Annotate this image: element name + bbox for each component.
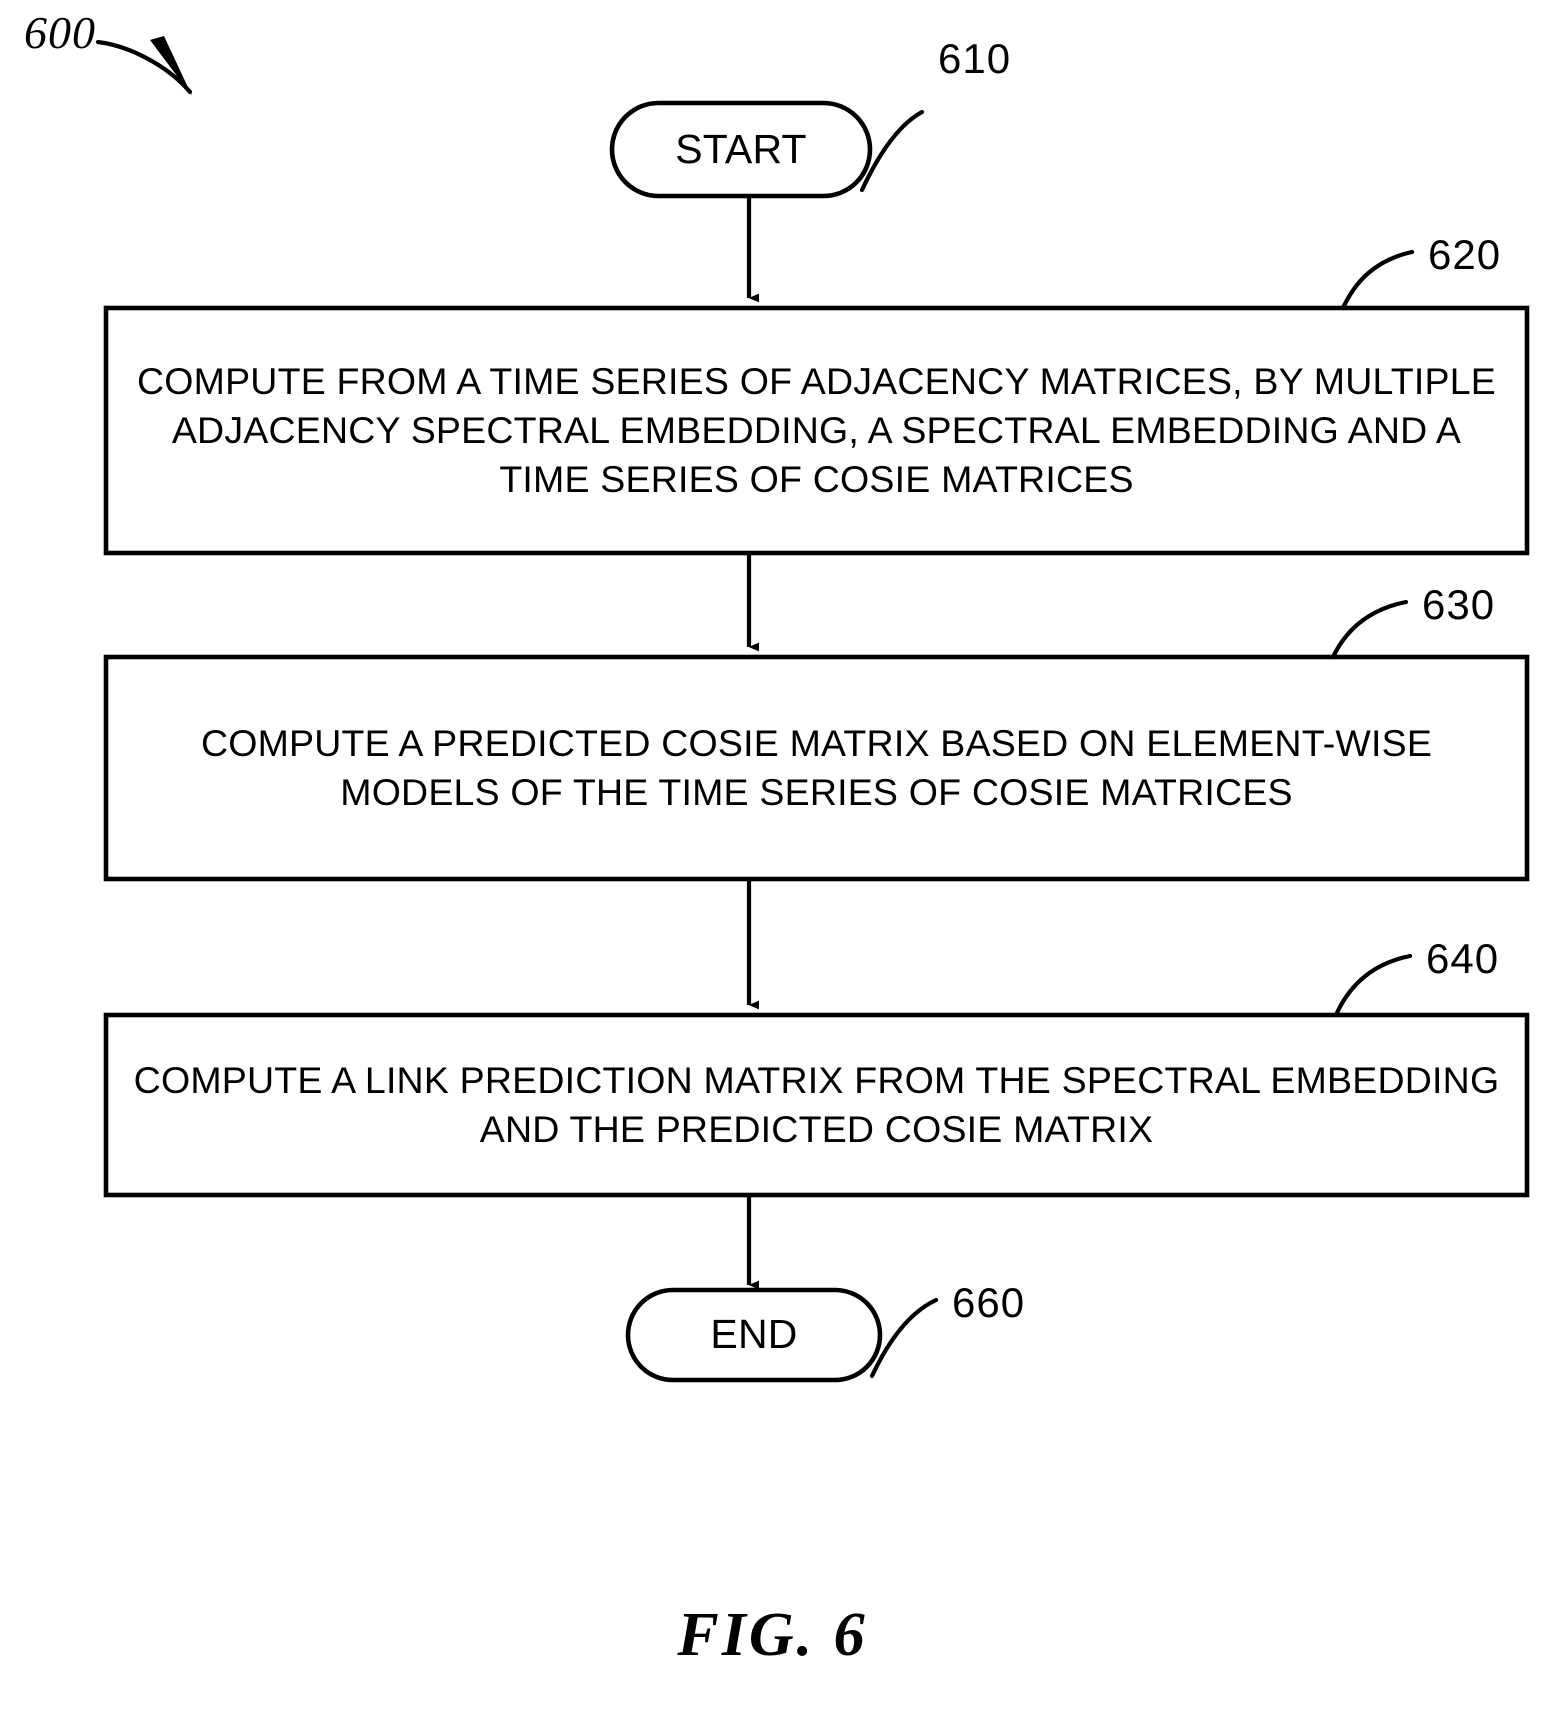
step-620-label: COMPUTE FROM A TIME SERIES OF ADJACENCY … (137, 360, 1496, 500)
reference-numeral-620: 620 (1428, 231, 1502, 278)
figure-caption: FIG. 6 (677, 1601, 868, 1669)
leader-line-640 (1333, 953, 1413, 1018)
reference-numeral-630: 630 (1422, 581, 1496, 628)
leader-line-620 (1340, 249, 1415, 311)
leader-line-600 (95, 36, 193, 96)
reference-numeral-660: 660 (952, 1279, 1026, 1326)
reference-numeral-610: 610 (938, 35, 1012, 82)
step-640-label: COMPUTE A LINK PREDICTION MATRIX FROM TH… (133, 1059, 1500, 1150)
figure-numeral-600: 600 (24, 7, 96, 58)
leader-line-610 (859, 109, 925, 193)
leader-line-630 (1330, 599, 1409, 660)
leader-line-660 (869, 1297, 939, 1379)
step-630-label: COMPUTE A PREDICTED COSIE MATRIX BASED O… (200, 722, 1433, 813)
end-node-label: END (710, 1311, 798, 1358)
reference-numeral-640: 640 (1426, 935, 1500, 982)
start-node-label: START (675, 125, 807, 172)
